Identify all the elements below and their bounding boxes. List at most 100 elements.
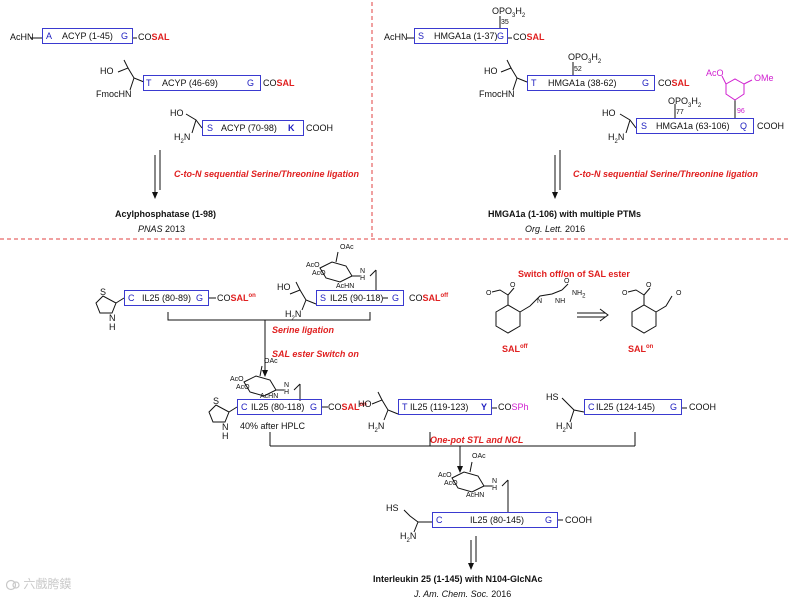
acyp-seg1-sal: SAL [151, 32, 170, 42]
il25-a-box [124, 290, 209, 306]
il25-c-thiazolidine-s: S [213, 396, 220, 406]
il25-citation: J. Am. Chem. Soc. 2016 [414, 590, 511, 599]
hmga-seg3-acid: COOH [757, 121, 784, 131]
hmga-seg1-cap: AcHN [384, 32, 408, 42]
watermark-text: 六戲胯鏌 [23, 577, 72, 591]
acyp-product-title: Acylphosphatase (1-98) [115, 209, 217, 219]
il25-a-h: H [109, 322, 116, 332]
il25-e-c-residue: G [670, 402, 678, 412]
acyp-seg3-name: ACYP (70-98) [221, 123, 277, 133]
acyp-seg2-c-residue: G [247, 78, 255, 88]
il25-c-co: CO [328, 402, 342, 412]
hmga-seg2-n-residue: T [531, 78, 537, 88]
hmga-seg3-phosphate: OPO3H2 [668, 96, 702, 109]
il25-step-switch-on: SAL ester Switch on [272, 349, 359, 359]
il25-d-hydroxyl: HO [358, 399, 372, 409]
il25-citation-year: 2016 [491, 589, 512, 599]
switch-box-title: Switch off/on of SAL ester [518, 269, 630, 279]
acyp-seg2-n-residue: T [146, 78, 152, 88]
hmga-citation: Org. Lett. 2016 [525, 225, 585, 234]
hmga-seg2-fmoc: FmocHN [479, 89, 515, 99]
hmga-seg2-site: 52 [574, 66, 582, 73]
il25-prod-name: IL25 (80-145) [470, 515, 525, 525]
il25-prod-nh: N [492, 478, 498, 485]
hmga-seg3-amine: H2N [608, 132, 625, 145]
il25-prod-hh: H [492, 485, 498, 492]
acyp-seg1-box [42, 28, 133, 44]
il25-d-sph: SPh [511, 402, 529, 412]
il25-b-oac: OAc [340, 244, 354, 251]
hmga-seg1-thioester: COSAL [513, 33, 545, 42]
hmga-seg2-sal: SAL [671, 78, 690, 88]
hmga-seg3-n-residue: S [641, 121, 648, 131]
il25-prod-n-residue: C [436, 515, 443, 525]
switch-off-n1: N [537, 298, 542, 305]
il25-c-thioester: COSALon [328, 402, 367, 412]
hmga-seg2-thioester: COSAL [658, 79, 690, 88]
il25-c-box [237, 399, 322, 415]
il25-e-name: IL25 (124-145) [596, 402, 656, 412]
il25-prod-aco2: AcO [444, 480, 458, 487]
il25-b-nh: N [360, 268, 366, 275]
acyp-seg3-hydroxyl: HO [170, 108, 184, 118]
switch-off-label: SALoff [502, 344, 528, 354]
acyp-seg1-n-residue: A [46, 31, 53, 41]
hmga-seg2-box [527, 75, 655, 91]
acyp-citation-year: 2013 [165, 224, 186, 234]
il25-c-c-residue: G [310, 402, 318, 412]
acyp-seg3-acid: COOH [306, 123, 333, 133]
hmga-seg1-co: CO [513, 32, 527, 42]
hmga-seg3-name: HMGA1a (63-106) [656, 121, 730, 131]
hmga-seg2-co: CO [658, 78, 672, 88]
il25-d-name: IL25 (119-123) [410, 402, 469, 412]
hmga-citation-journal: Org. Lett. [525, 224, 563, 234]
il25-citation-journal: J. Am. Chem. Soc. [414, 589, 489, 599]
il25-e-thiol: HS [546, 392, 559, 402]
acyp-seg1-thioester: COSAL [138, 33, 170, 42]
hmga-seg1-name: HMGA1a (1-37) [434, 31, 498, 41]
acyp-seg2-name: ACYP (46-69) [162, 78, 218, 88]
il25-prod-achn: AcHN [466, 492, 485, 499]
il25-prod-acid: COOH [565, 515, 592, 525]
acyp-reaction-label: C-to-N sequential Serine/Threonine ligat… [174, 169, 360, 179]
hmga-reaction-label: C-to-N sequential Serine/Threonine ligat… [573, 169, 759, 179]
hmga-methoxy: OMe [754, 73, 774, 83]
switch-off-nh: NH [555, 298, 565, 305]
il25-prod-thiol: HS [386, 503, 399, 513]
il25-b-aco2: AcO [312, 270, 326, 277]
acyp-seg2-box [143, 75, 261, 91]
switch-off-n3: N [555, 298, 561, 305]
il25-product-title: Interleukin 25 (1-145) with N104-GlcNAc [373, 574, 543, 584]
hmga-seg3-hydroxyl: HO [602, 108, 616, 118]
hmga-seg1-box [414, 28, 508, 44]
il25-c-n-residue: C [241, 402, 248, 412]
switch-off-o2: O [486, 290, 492, 297]
il25-d-co: CO [498, 402, 512, 412]
watermark: 六戲胯鏌 [5, 577, 72, 591]
hmga-seg3-c-residue: Q [740, 121, 748, 131]
il25-a-co: CO [217, 293, 231, 303]
il25-b-sal: SAL [422, 293, 441, 303]
switch-on-label: SALon [628, 344, 653, 354]
hmga-seg1-c-residue: G [497, 31, 505, 41]
il25-b-thioester: COSALoff [409, 293, 448, 303]
il25-b-box [316, 290, 404, 306]
il25-b-aco1: AcO [306, 262, 320, 269]
il25-b-c-residue: G [392, 293, 400, 303]
switch-on-o1: O [646, 282, 652, 289]
il25-d-thioester: COSPh [498, 403, 529, 412]
switch-off-nh2-group: NH2 [572, 290, 586, 300]
il25-prod-c-residue: G [545, 515, 553, 525]
switch-off-sal: SAL [502, 344, 520, 354]
il25-prod-box [432, 512, 558, 528]
il25-c-state: on [359, 402, 367, 408]
il25-c-achn: AcHN [260, 393, 279, 400]
hmga-seg1-site: 35 [501, 19, 509, 26]
switch-on-o2: O [622, 290, 628, 297]
il25-d-n-residue: T [402, 402, 408, 412]
il25-c-oac: OAc [264, 358, 278, 365]
